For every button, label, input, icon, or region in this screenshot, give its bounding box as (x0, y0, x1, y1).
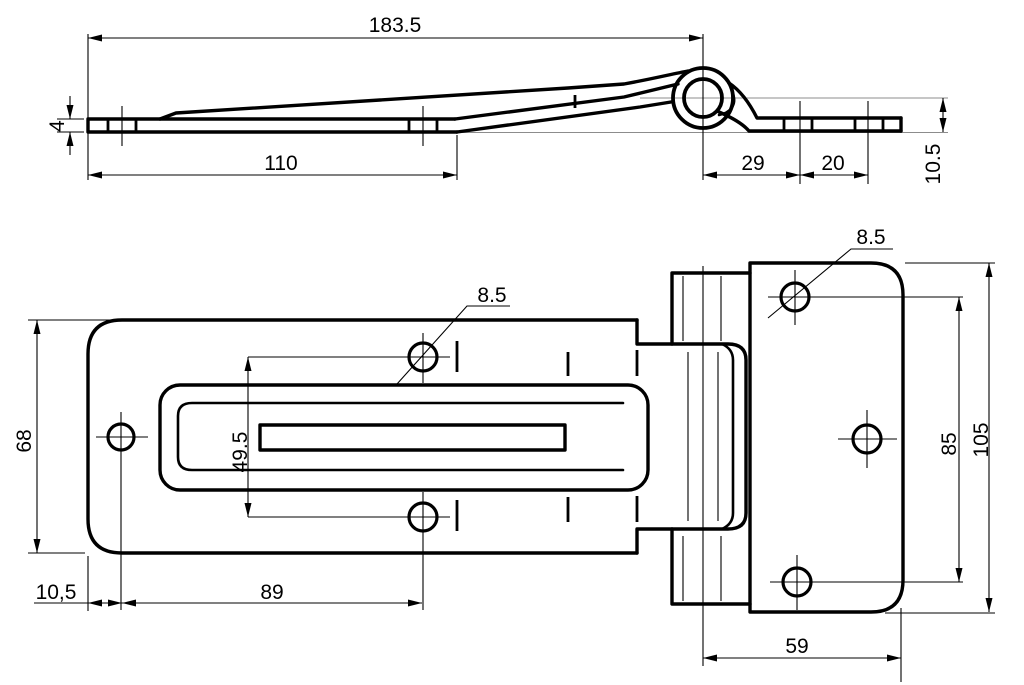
bend-hidden-lines (455, 341, 639, 531)
knuckle-band (670, 271, 752, 606)
dim-hole-span: 89 (260, 581, 283, 604)
rib-top-profile (158, 69, 690, 121)
plate-hole-hidden-lines (782, 119, 885, 130)
plate-middle-hole-crosshair (838, 410, 897, 468)
ext-plate-holes (799, 101, 869, 184)
curl-inner-edge (720, 342, 735, 531)
bottom-hole-crosshair (248, 492, 450, 610)
dim-pin-to-hole: 29 (741, 152, 764, 175)
dim-flat-length: 110 (264, 152, 297, 175)
dim-plate-width: 59 (785, 635, 808, 658)
strap-hole-centerlines (121, 106, 424, 146)
dim-plate-height: 105 (970, 422, 993, 457)
ext-plate-height (885, 262, 995, 614)
dim-plate-holes-pitch: 85 (938, 432, 961, 455)
knuckle-band-lines (682, 276, 722, 601)
top-hole-crosshair (248, 333, 450, 383)
plate-top-profile (727, 81, 903, 120)
dim-pin-offset: 10.5 (922, 144, 945, 185)
strap-outline (86, 318, 639, 555)
plan-view: 68 49.5 8.5 10,5 89 8.5 85 105 59 (13, 226, 995, 682)
dim-hole-pitch-side: 20 (821, 152, 844, 175)
plate-top-hole-crosshair (768, 270, 963, 325)
dim-holes-pitch: 49.5 (229, 432, 252, 473)
dim-strap-hole-diameter: 8.5 (477, 284, 506, 307)
dim-total-length: 183.5 (369, 14, 422, 37)
strap-neck-and-curl (635, 318, 748, 555)
right-plate-outline (748, 261, 905, 614)
rib-outer-contour (158, 383, 650, 492)
side-view: 183.5 110 29 20 4 10.5 (46, 14, 948, 184)
strap-lower-bend (455, 100, 673, 134)
left-hole-crosshair (96, 412, 148, 610)
plate-bottom-hole-crosshair (770, 555, 963, 610)
strap-upper-bend (453, 82, 680, 121)
strap-hole-hidden-lines (106, 120, 439, 131)
strap-plate-profile (86, 117, 459, 134)
strap-hole-leader (396, 305, 510, 385)
dim-edge-to-hole: 10,5 (36, 581, 77, 604)
dim-plate-hole-diameter: 8.5 (856, 226, 885, 249)
dim-thickness: 4 (46, 120, 69, 132)
plate-bottom-profile (717, 110, 903, 133)
rib-inner-contour (176, 401, 625, 472)
plate-hole-leader (767, 248, 893, 319)
slot-cutout (258, 423, 567, 452)
dim-strap-width: 68 (13, 429, 36, 452)
